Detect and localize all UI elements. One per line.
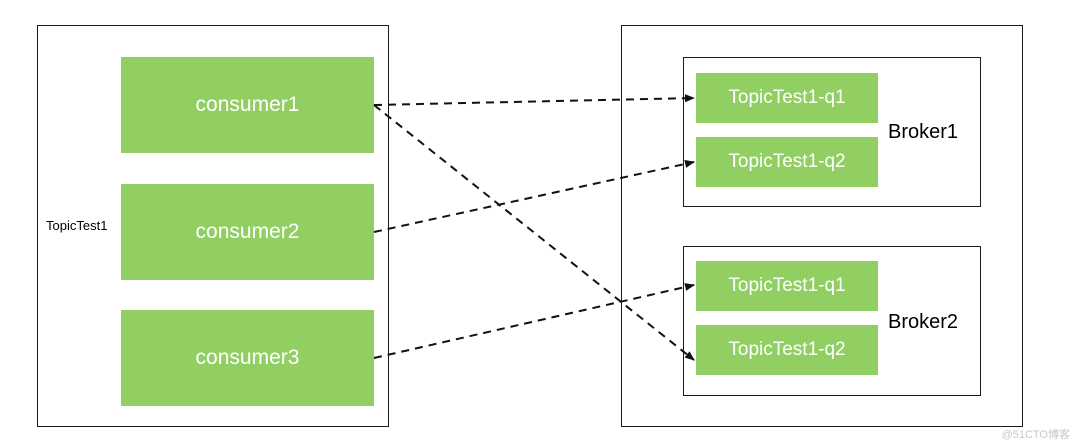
consumer-group-label: TopicTest1 (46, 218, 108, 233)
watermark: @51CTO博客 (1001, 429, 1070, 441)
consumer3-box: consumer3 (121, 310, 374, 406)
broker1-queue-1: TopicTest1-q1 (696, 73, 878, 123)
consumer1-box: consumer1 (121, 57, 374, 153)
broker2-queue-2: TopicTest1-q2 (696, 325, 878, 375)
broker1-label: Broker1 (888, 121, 959, 143)
broker2-label: Broker2 (888, 311, 959, 333)
consumer2-box: consumer2 (121, 184, 374, 280)
broker2-queue-1: TopicTest1-q1 (696, 261, 878, 311)
broker1-queue-2: TopicTest1-q2 (696, 137, 878, 187)
